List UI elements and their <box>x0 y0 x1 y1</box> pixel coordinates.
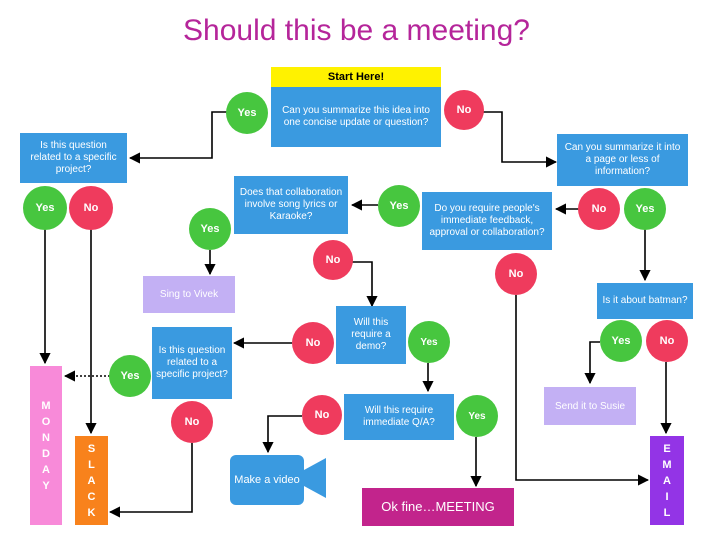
slack-letter: S <box>87 442 96 455</box>
no-circle-batman: No <box>646 320 688 362</box>
outcome-monday: M O N D A Y <box>30 366 62 525</box>
no-circle-lyrics: No <box>313 240 353 280</box>
email-letter: L <box>663 506 671 519</box>
yes-circle-summarize: Yes <box>226 92 268 134</box>
monday-letter: N <box>42 431 50 444</box>
monday-letter: A <box>42 463 50 476</box>
no-circle-specific-2: No <box>171 401 213 443</box>
outcome-sing-to-vivek: Sing to Vivek <box>143 276 235 313</box>
outcome-meeting: Ok fine…MEETING <box>362 488 514 526</box>
email-letter: I <box>665 490 669 503</box>
yes-circle-qa: Yes <box>456 395 498 437</box>
start-label: Start Here! <box>271 67 441 87</box>
outcome-slack: S L A C K <box>75 436 108 525</box>
question-batman: Is it about batman? <box>597 283 693 319</box>
no-circle-qa: No <box>302 395 342 435</box>
slack-letter: C <box>87 490 96 503</box>
question-demo: Will this require a demo? <box>336 306 406 364</box>
no-circle-project: No <box>69 186 113 230</box>
yes-circle-batman: Yes <box>600 320 642 362</box>
yes-circle-feedback: Yes <box>378 185 420 227</box>
monday-letter: M <box>41 399 51 412</box>
question-feedback: Do you require people's immediate feedba… <box>422 192 552 250</box>
slack-letter: A <box>87 474 96 487</box>
yes-circle-project: Yes <box>23 186 67 230</box>
slack-letter: L <box>88 458 95 471</box>
email-letter: M <box>662 458 672 471</box>
question-specific-project-2: Is this question related to a specific p… <box>152 327 232 399</box>
no-circle-page: No <box>578 188 620 230</box>
email-letter: E <box>663 442 671 455</box>
question-page-or-less: Can you summarize it into a page or less… <box>557 134 688 186</box>
monday-letter: D <box>42 447 50 460</box>
slack-letter: K <box>87 506 96 519</box>
outcome-send-to-susie: Send it to Susie <box>544 387 636 425</box>
yes-circle-demo: Yes <box>408 321 450 363</box>
question-lyrics: Does that collaboration involve song lyr… <box>234 176 348 234</box>
yes-circle-specific-2: Yes <box>109 355 151 397</box>
question-summarize: Can you summarize this idea into one con… <box>271 87 441 147</box>
monday-letter: Y <box>42 479 50 492</box>
email-letter: A <box>663 474 671 487</box>
question-specific-project: Is this question related to a specific p… <box>20 133 127 183</box>
camera-lens-icon <box>304 458 326 498</box>
outcome-email: E M A I L <box>650 436 684 525</box>
no-circle-demo: No <box>292 322 334 364</box>
no-circle-feedback: No <box>495 253 537 295</box>
yes-circle-lyrics: Yes <box>189 208 231 250</box>
yes-circle-page: Yes <box>624 188 666 230</box>
outcome-make-a-video: Make a video <box>230 455 304 505</box>
page-title: Should this be a meeting? <box>183 14 530 47</box>
no-circle-summarize: No <box>444 90 484 130</box>
question-immediate-qa: Will this require immediate Q/A? <box>344 394 454 440</box>
monday-letter: O <box>41 415 51 428</box>
